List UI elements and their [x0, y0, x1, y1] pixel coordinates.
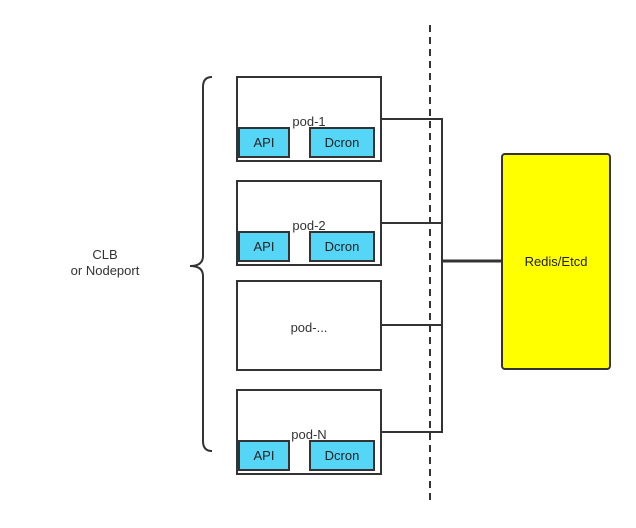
pod-1-dcron: Dcron: [309, 127, 375, 158]
pod-ellipsis-label: pod-...: [290, 320, 328, 335]
load-balancer-label: CLB or Nodeport: [60, 247, 150, 279]
pod-2-box: pod-2 API Dcron: [236, 180, 382, 266]
store-label: Redis/Etcd: [524, 254, 588, 269]
brace: [189, 76, 213, 452]
redis-etcd-store: Redis/Etcd: [501, 153, 611, 370]
pod-1-label: pod-1: [292, 114, 326, 129]
pod-N-box: pod-N API Dcron: [236, 389, 382, 475]
pod-N-dcron: Dcron: [309, 440, 375, 471]
pod-ellipsis-box: pod-...: [236, 280, 382, 371]
pod-2-dcron: Dcron: [309, 231, 375, 262]
pod-N-api: API: [238, 440, 290, 471]
pod-2-label: pod-2: [292, 218, 326, 233]
pod-1-api: API: [238, 127, 290, 158]
pod-1-box: pod-1 API Dcron: [236, 76, 382, 162]
pod-2-api: API: [238, 231, 290, 262]
load-balancer-line1: CLB: [92, 247, 118, 262]
pod-N-label: pod-N: [291, 427, 327, 442]
load-balancer-line2: or Nodeport: [70, 263, 140, 278]
